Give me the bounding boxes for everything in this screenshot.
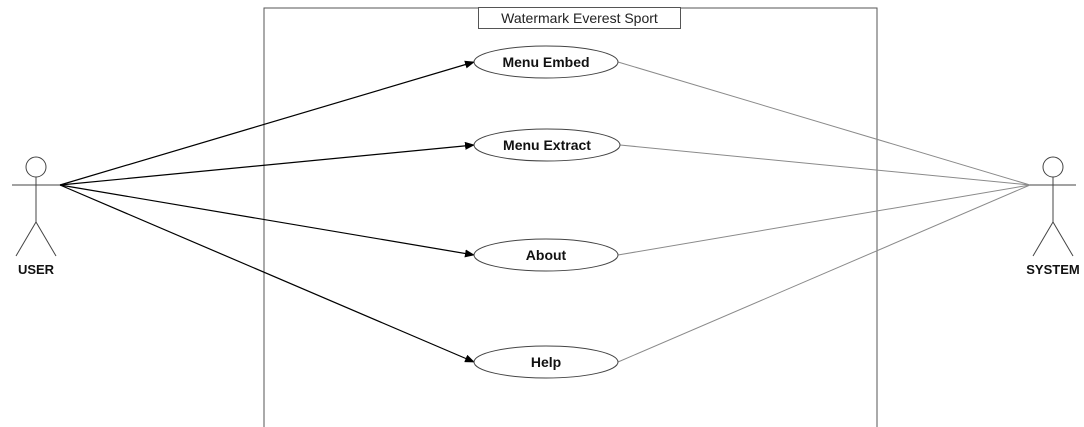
association-user-help	[59, 184, 475, 363]
user-actor-figure[interactable]	[12, 156, 60, 257]
association-user-menu-extract	[59, 141, 475, 186]
system-actor-figure[interactable]	[1030, 156, 1076, 257]
use-case-label-menu-extract: Menu Extract	[503, 137, 591, 153]
association-system-menu-extract	[619, 144, 1031, 186]
association-system-help	[617, 184, 1031, 363]
user-actor-label: USER	[17, 262, 55, 277]
system-actor-head	[1042, 156, 1064, 178]
system-boundary-title-text: Watermark Everest Sport	[501, 10, 658, 26]
use-case-menu-extract[interactable]	[473, 128, 621, 162]
association-system-about	[617, 184, 1031, 256]
use-case-label-about: About	[525, 247, 567, 263]
use-case-help[interactable]	[473, 345, 619, 379]
association-system-menu-embed	[617, 61, 1031, 186]
user-actor-head	[25, 156, 47, 178]
association-user-about	[59, 184, 475, 258]
use-case-label-help: Help	[530, 354, 562, 370]
association-user-menu-embed	[59, 60, 475, 186]
use-case-menu-embed[interactable]	[473, 45, 619, 79]
use-case-about[interactable]	[473, 238, 619, 272]
system-boundary-title: Watermark Everest Sport	[478, 7, 681, 29]
system-actor-label: SYSTEM	[1026, 262, 1080, 277]
use-case-label-menu-embed: Menu Embed	[502, 54, 590, 70]
